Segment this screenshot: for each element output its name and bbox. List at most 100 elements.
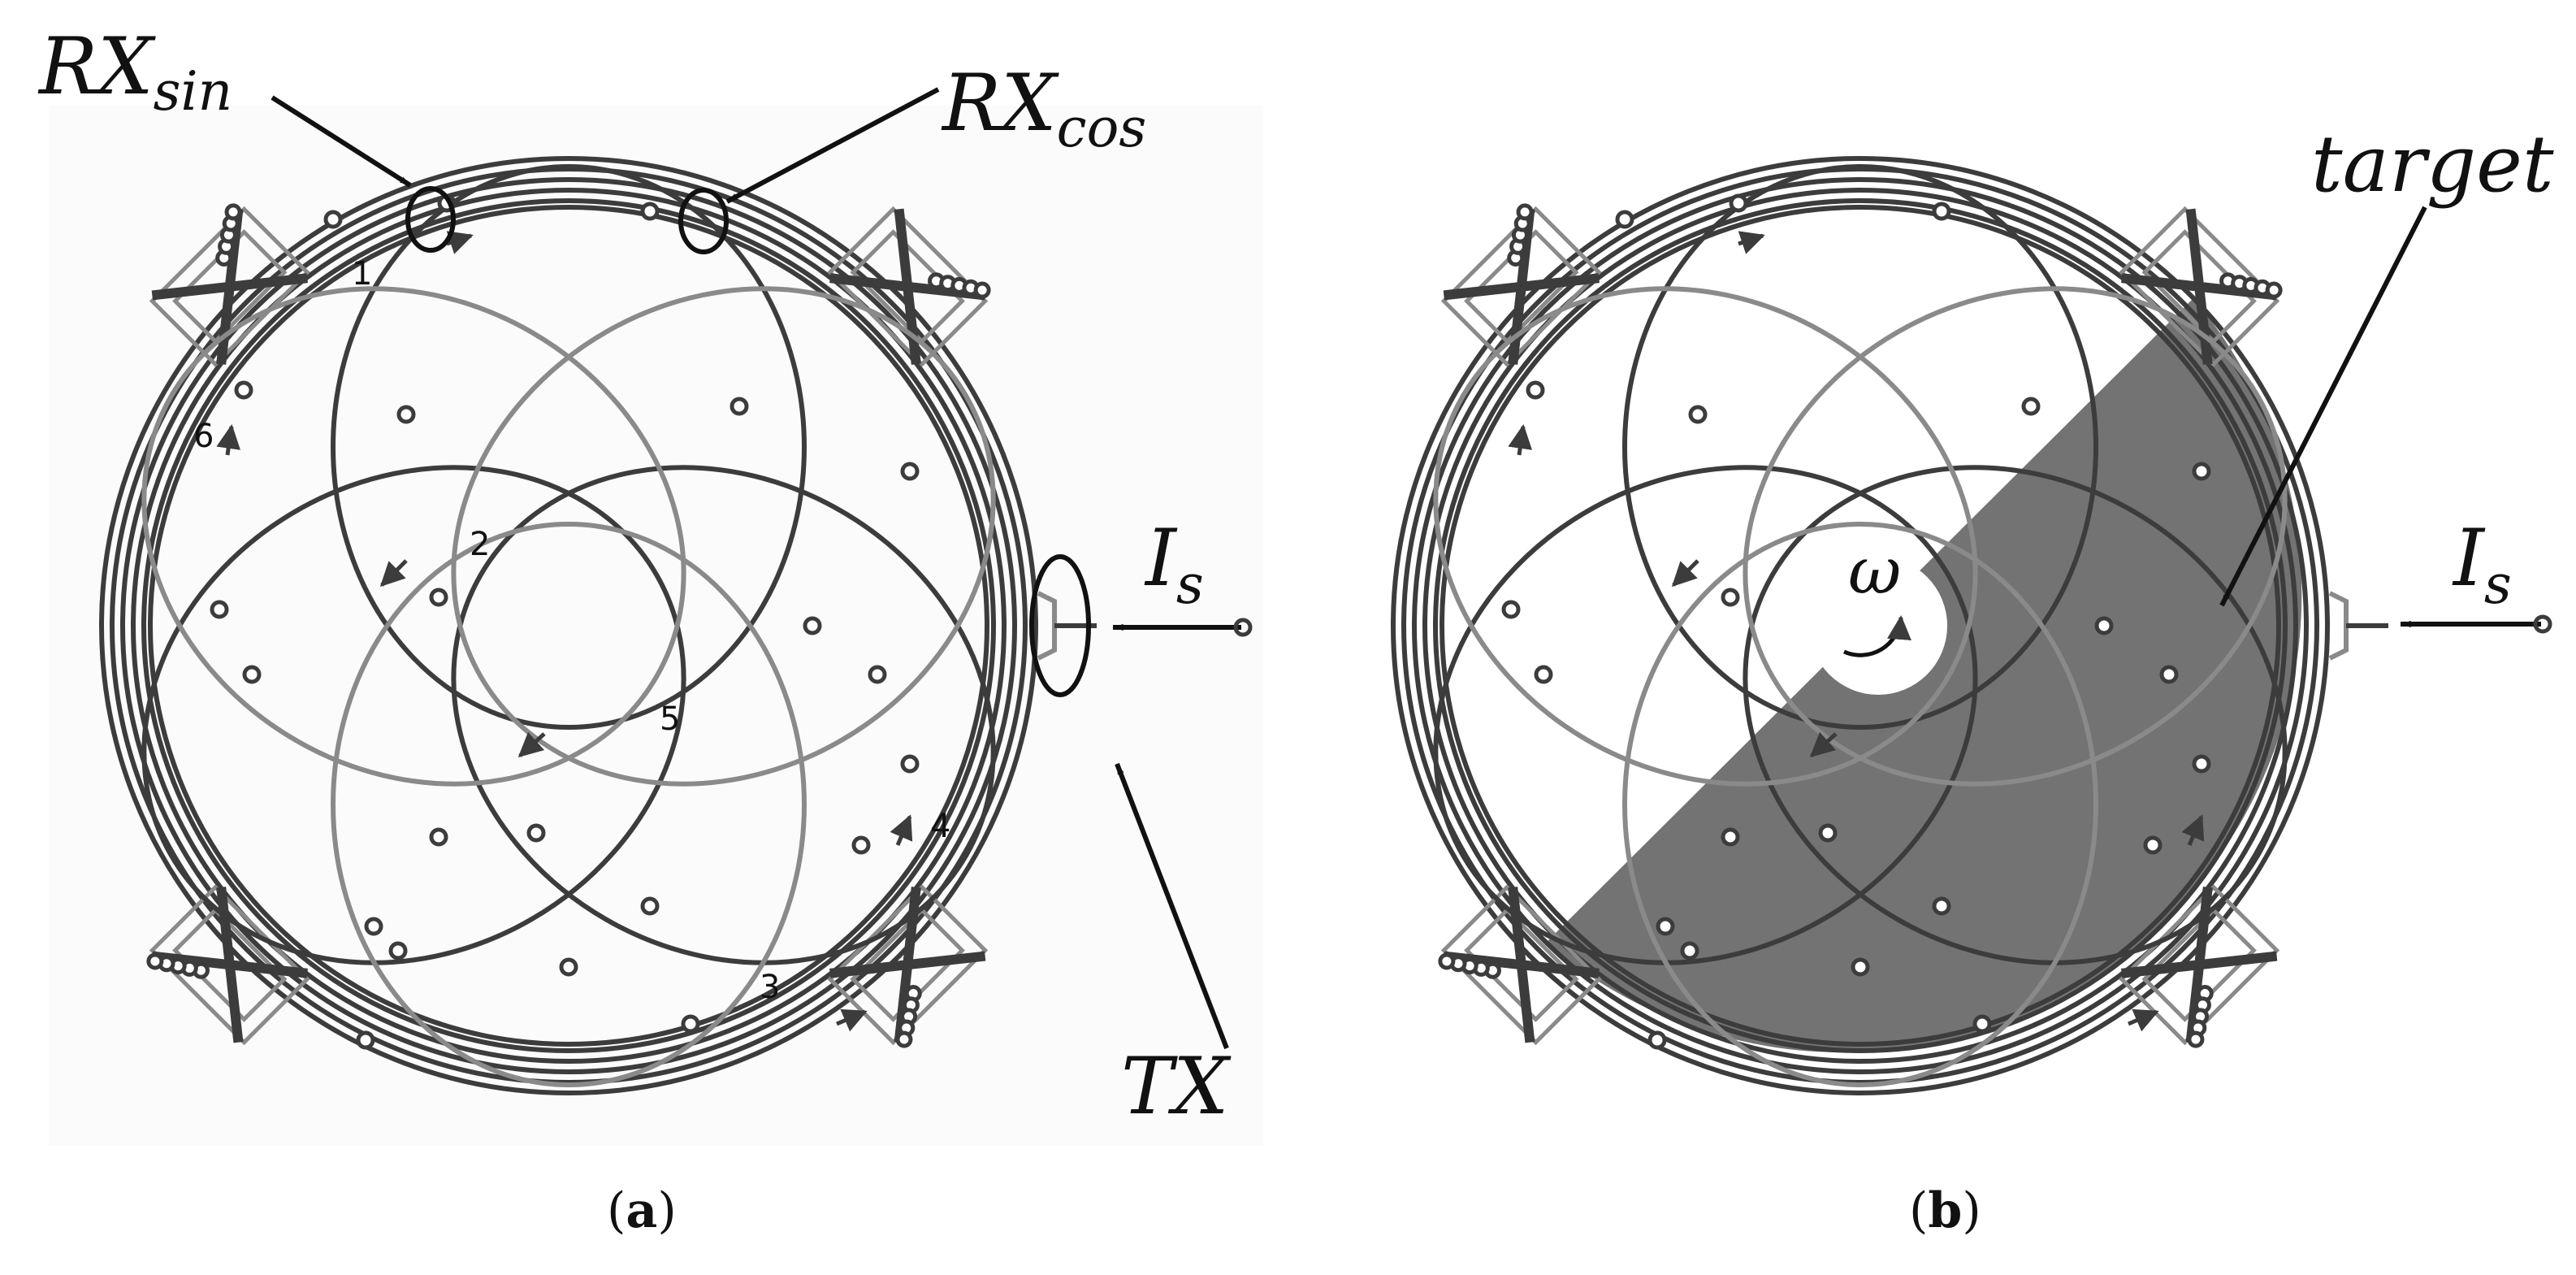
via-pad	[640, 202, 660, 221]
rx-loop	[1743, 465, 2288, 965]
via-pad	[2143, 835, 2163, 855]
via-pad	[2192, 462, 2211, 481]
tx-label: TX	[1121, 1041, 1232, 1132]
rx-sin-marker	[405, 186, 456, 253]
connector-block	[1438, 884, 1602, 1046]
rx-loop	[331, 522, 807, 1087]
current-direction-arrow	[216, 424, 241, 456]
rx-loop	[1433, 465, 1978, 965]
rx-outer-ring	[148, 205, 989, 1047]
via-pad	[730, 397, 749, 416]
is-pad-a	[1233, 618, 1253, 637]
rx-cos-label: RXcos	[941, 58, 1146, 159]
rx-coils	[1433, 164, 2288, 1087]
via-pad	[1647, 1030, 1667, 1050]
rx-loop	[141, 286, 686, 787]
panel-b	[1391, 156, 2388, 1095]
current-direction-arrow	[1508, 424, 1533, 456]
coil-number-5: 5	[660, 700, 680, 738]
rx-loop	[451, 465, 996, 965]
via-pad	[2094, 616, 2114, 635]
via-pad	[210, 600, 229, 619]
rx-cos-marker	[678, 188, 729, 254]
connector-block	[2119, 884, 2280, 1048]
tx-pointer	[1115, 762, 1229, 1050]
via-pad	[234, 380, 253, 400]
via-pad	[323, 210, 343, 229]
connector-block	[1440, 203, 1602, 367]
coil-number-1: 1	[352, 255, 372, 293]
omega-label: ω	[1848, 533, 1901, 609]
rx-sin-label: RXsin	[37, 21, 232, 123]
via-pad	[429, 588, 448, 607]
caption-a: (a)	[607, 1182, 677, 1239]
via-pad	[640, 896, 660, 916]
via-pad	[2159, 665, 2179, 684]
via-pad	[1851, 957, 1870, 977]
coil-number-4: 4	[930, 808, 950, 845]
connection-pads	[1501, 193, 2211, 1050]
tx-ring	[131, 188, 1007, 1064]
rx-loop	[331, 164, 807, 730]
rx-coils	[141, 164, 996, 1087]
rx-loop	[1433, 286, 1978, 787]
via-pad	[1615, 210, 1634, 229]
via-pad	[1501, 600, 1521, 619]
is-label-b: Is	[2452, 513, 2512, 616]
via-pad	[242, 665, 262, 684]
rx-sin-pointer	[271, 95, 412, 188]
via-pad	[364, 917, 383, 936]
via-pad	[1721, 588, 1740, 607]
tx-ring	[99, 156, 1038, 1095]
target-label: target	[2311, 119, 2554, 210]
via-pad	[559, 957, 578, 977]
via-pad	[2021, 397, 2041, 416]
current-direction-arrow	[890, 814, 913, 846]
current-direction-arrow	[2181, 814, 2205, 846]
via-pad	[1932, 896, 1951, 916]
current-direction-arrow	[446, 231, 474, 254]
rotation-arrow	[1842, 615, 1911, 657]
current-direction-arrow	[379, 559, 408, 588]
via-pad	[1534, 665, 1553, 684]
tx-ring	[1391, 156, 2330, 1095]
target-pointer	[2219, 206, 2427, 607]
via-pad	[1680, 941, 1699, 961]
rx-loop	[451, 286, 996, 787]
via-pad	[681, 1014, 700, 1034]
current-direction-arrow	[1671, 559, 1699, 588]
tx-marker	[1029, 554, 1091, 697]
via-pad	[868, 665, 887, 684]
via-pad	[1526, 380, 1545, 400]
via-pad	[1932, 202, 1951, 221]
panel-a	[99, 156, 1097, 1095]
via-pad	[900, 462, 920, 481]
via-pad	[1721, 827, 1740, 847]
connector-block	[827, 206, 991, 367]
via-pad	[388, 941, 408, 961]
via-pad	[396, 405, 416, 424]
coil-number-6: 6	[193, 418, 214, 455]
rotor-hub	[1809, 557, 1947, 695]
rx-loop	[1622, 164, 2098, 730]
current-direction-arrow	[2128, 1008, 2159, 1032]
tx-ring	[120, 177, 1017, 1074]
via-pad	[1972, 1014, 1992, 1034]
connection-pads	[210, 193, 920, 1050]
rx-loop	[1622, 522, 2098, 1087]
rx-loop	[141, 465, 686, 965]
rx-outer-ring	[1440, 205, 2281, 1047]
via-pad	[526, 823, 546, 843]
rx-cos-pointer	[725, 87, 940, 204]
coil-number-2: 2	[470, 526, 490, 563]
current-direction-arrow	[836, 1008, 868, 1032]
current-direction-arrow	[517, 731, 546, 758]
via-pad	[1688, 405, 1708, 424]
via-pad	[429, 827, 448, 847]
caption-b: (b)	[1909, 1182, 1981, 1239]
current-direction-arrow	[1809, 731, 1838, 758]
via-pad	[803, 616, 822, 635]
via-pad	[900, 754, 920, 774]
